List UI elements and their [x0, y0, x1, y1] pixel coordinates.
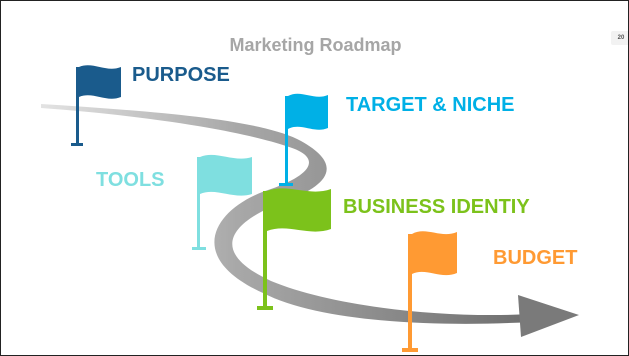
flag-tools [192, 154, 252, 250]
slide-title: Marketing Roadmap [229, 35, 402, 55]
flag-target-niche [279, 93, 328, 186]
label-tools: TOOLS [96, 169, 165, 191]
label-budget: BUDGET [493, 247, 578, 269]
page-number: 20 [611, 31, 628, 45]
label-business-identity: BUSINESS IDENTIY [343, 196, 530, 218]
label-purpose: PURPOSE [132, 64, 230, 86]
flag-business-identity [257, 188, 331, 310]
road-arrowhead [518, 295, 579, 337]
flag-purpose [71, 65, 121, 146]
flag-budget [402, 231, 457, 352]
label-target-niche: TARGET & NICHE [346, 94, 515, 116]
